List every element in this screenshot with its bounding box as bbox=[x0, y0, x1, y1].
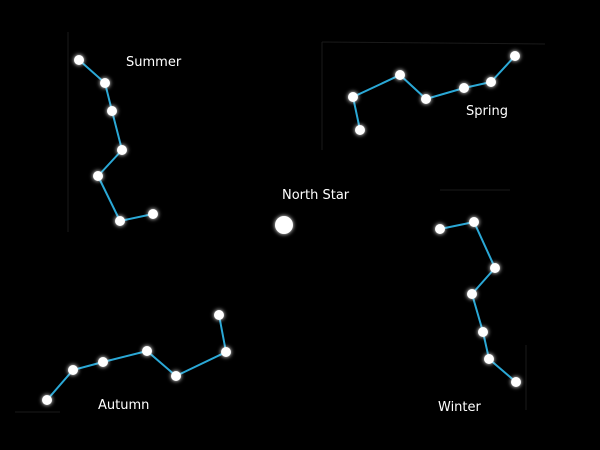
summer-star-1 bbox=[74, 55, 84, 65]
autumn-star-7 bbox=[214, 310, 224, 320]
summer-star-4 bbox=[117, 145, 127, 155]
autumn-star-5 bbox=[171, 371, 181, 381]
spring-star-1 bbox=[355, 125, 365, 135]
spring-star-3 bbox=[395, 70, 405, 80]
winter-label: Winter bbox=[438, 400, 482, 415]
constellation-layer bbox=[42, 51, 521, 405]
spring-star-4 bbox=[421, 94, 431, 104]
autumn-star-4 bbox=[142, 346, 152, 356]
winter-star-1 bbox=[435, 224, 445, 234]
spring-star-6 bbox=[486, 77, 496, 87]
winter-star-4 bbox=[467, 289, 477, 299]
summer-label: Summer bbox=[126, 55, 182, 70]
autumn-star-2 bbox=[68, 365, 78, 375]
summer-star-3 bbox=[107, 106, 117, 116]
spring-star-7 bbox=[510, 51, 520, 61]
summer-constellation bbox=[74, 55, 158, 226]
autumn-label: Autumn bbox=[98, 398, 149, 413]
winter-star-7 bbox=[511, 377, 521, 387]
summer-star-7 bbox=[148, 209, 158, 219]
north-star bbox=[275, 216, 293, 234]
spring-star-5 bbox=[459, 83, 469, 93]
autumn-star-6 bbox=[221, 347, 231, 357]
autumn-star-1 bbox=[42, 395, 52, 405]
summer-star-6 bbox=[115, 216, 125, 226]
autumn-star-3 bbox=[98, 357, 108, 367]
winter-star-5 bbox=[478, 327, 488, 337]
summer-star-5 bbox=[93, 171, 103, 181]
winter-star-2 bbox=[469, 217, 479, 227]
summer-link-line bbox=[78, 59, 154, 223]
spring-label: Spring bbox=[466, 104, 508, 119]
autumn-constellation bbox=[42, 310, 231, 405]
autumn-link-line bbox=[46, 314, 228, 401]
winter-star-6 bbox=[484, 354, 494, 364]
spring-constellation bbox=[348, 51, 520, 135]
north-star-label: North Star bbox=[282, 188, 350, 203]
winter-star-3 bbox=[490, 263, 500, 273]
summer-star-2 bbox=[100, 78, 110, 88]
spring-star-2 bbox=[348, 92, 358, 102]
winter-constellation bbox=[435, 217, 521, 387]
winter-link-line bbox=[439, 220, 517, 383]
panel-frames bbox=[15, 32, 546, 413]
